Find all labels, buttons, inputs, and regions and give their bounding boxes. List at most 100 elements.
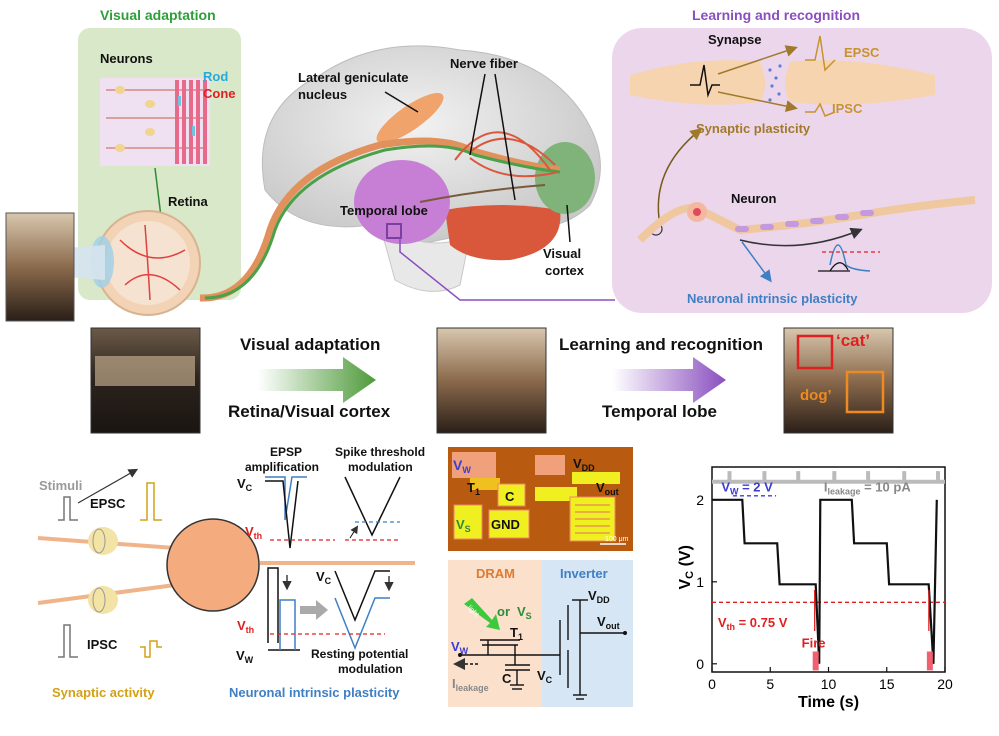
chip-gnd-label: GND [491, 517, 520, 532]
chart-frame [711, 466, 946, 673]
purple-arrow [612, 357, 726, 403]
vc-label-1: VC [237, 476, 253, 493]
y-tick-label: 1 [696, 574, 704, 590]
circuit-vs-label: VS [517, 604, 532, 621]
x-axis-label: Time (s) [798, 694, 859, 711]
neurons-label: Neurons [100, 51, 153, 66]
circuit-vout-label: Vout [597, 614, 620, 631]
pulse-mark [936, 471, 941, 482]
circuit-vc-label: VC [537, 668, 553, 685]
chip-c-label: C [505, 489, 515, 504]
dog-label: dog’ [800, 387, 832, 404]
synapse-label: Synapse [708, 32, 761, 47]
chip-vs-label: VS [456, 517, 471, 534]
fire-bar [926, 651, 933, 671]
vth-annotation: Vth = 0.75 V [718, 615, 788, 632]
visual-cortex-label-line2: cortex [545, 263, 585, 278]
input-cat-photo [5, 212, 75, 322]
intrinsic-plasticity-waveforms [265, 476, 401, 651]
vc-label-2: VC [316, 569, 332, 586]
x-tick-label: 0 [708, 676, 716, 692]
neuron-label: Neuron [731, 191, 777, 206]
dram-label: DRAM [476, 566, 515, 581]
cat-label: ‘cat’ [836, 331, 870, 350]
pulse-mark [796, 471, 801, 482]
ipsc-label-bottom: IPSC [87, 637, 118, 652]
cat-bounding-box [796, 334, 834, 370]
brain-illustration [199, 45, 601, 302]
neuronal-intrinsic-plasticity-top: Neuronal intrinsic plasticity [687, 291, 858, 306]
step1-bottom-label: Retina/Visual cortex [228, 402, 391, 421]
vw-label-mid: VW [236, 648, 254, 665]
step2-bottom-label: Temporal lobe [602, 402, 717, 421]
dog-bounding-box [845, 370, 885, 414]
step1-top-label: Visual adaptation [240, 335, 380, 354]
resting-potential-line2: modulation [338, 662, 403, 676]
circuit-vdd-label: VDD [588, 588, 610, 605]
vw-annotation: VW = 2 V [721, 480, 773, 497]
inverter-label: Inverter [560, 566, 608, 581]
rod-label: Rod [203, 69, 228, 84]
chip-micrograph [448, 447, 633, 551]
vth-label-1: Vth [245, 524, 262, 541]
synapse-illustration [630, 60, 935, 105]
y-axis-label: VC (V) [677, 545, 696, 589]
epsp-label-line2: amplification [245, 460, 319, 474]
x-tick-label: 20 [937, 676, 953, 692]
lgn-label-line2: nucleus [298, 87, 347, 102]
chip-vout-label: Vout [596, 480, 619, 497]
photo-adapted [436, 327, 547, 434]
y-tick-label: 0 [696, 656, 704, 672]
circuit-vw-label: VW [451, 639, 469, 656]
cone-label: Cone [203, 86, 236, 101]
temporal-lobe-label: Temporal lobe [340, 203, 428, 218]
eye-illustration [90, 210, 201, 316]
x-tick-label: 10 [821, 676, 837, 692]
photo-recognized [783, 327, 894, 434]
visual-cortex-label-line1: Visual [543, 246, 581, 261]
dram-section [448, 560, 542, 707]
lgn-label-line1: Lateral geniculate [298, 70, 409, 85]
stimuli-label: Stimuli [39, 478, 82, 493]
x-tick-label: 15 [879, 676, 895, 692]
chip-scale-label: 100 μm [605, 536, 629, 543]
nerve-fiber-label: Nerve fiber [450, 56, 518, 71]
or-label: or [497, 604, 510, 619]
chip-t1-label: T1 [467, 480, 480, 497]
fire-label: Fire [802, 635, 826, 650]
synaptic-plasticity-label: Synaptic plasticity [696, 121, 811, 136]
vth-label-2: Vth [237, 618, 254, 635]
neuron-illustration [637, 196, 976, 283]
pulse-mark [902, 471, 907, 482]
epsp-label-line1: EPSP [270, 445, 302, 459]
chip-vw-label: VW [453, 457, 471, 475]
circuit-c-label: C [502, 671, 512, 686]
light-arrow [464, 598, 500, 630]
learning-recognition-title: Learning and recognition [692, 7, 860, 23]
synaptic-activity-illustration [37, 468, 415, 658]
synaptic-activity-label: Synaptic activity [52, 685, 155, 700]
y-tick-label: 2 [696, 492, 704, 508]
resting-potential-line1: Resting potential [311, 647, 408, 661]
epsc-label-bottom: EPSC [90, 496, 126, 511]
temporal-lobe-zoom-box [386, 223, 402, 239]
circuit-schematic [460, 599, 625, 700]
pulse-mark [727, 471, 732, 482]
spike-threshold-line1: Spike threshold [335, 445, 425, 459]
retina-label: Retina [168, 194, 209, 209]
epsc-label-top: EPSC [844, 45, 880, 60]
ileakage-annotation: Ileakage = 10 pA [824, 480, 911, 497]
spike-threshold-line2: modulation [348, 460, 413, 474]
chip-vdd-label: VDD [573, 456, 595, 473]
vc-series-line [712, 498, 938, 664]
neuronal-intrinsic-plasticity-bottom: Neuronal intrinsic plasticity [229, 685, 400, 700]
visual-adaptation-title: Visual adaptation [100, 7, 216, 23]
ipsc-label-top: IPSC [832, 101, 863, 116]
pulse-mark [866, 471, 871, 482]
circuit-t1-label: T1 [510, 625, 523, 642]
fire-bar [812, 651, 819, 671]
step2-top-label: Learning and recognition [559, 335, 763, 354]
circuit-ileakage-label: Ileakage [452, 676, 489, 693]
x-tick-label: 5 [766, 676, 774, 692]
